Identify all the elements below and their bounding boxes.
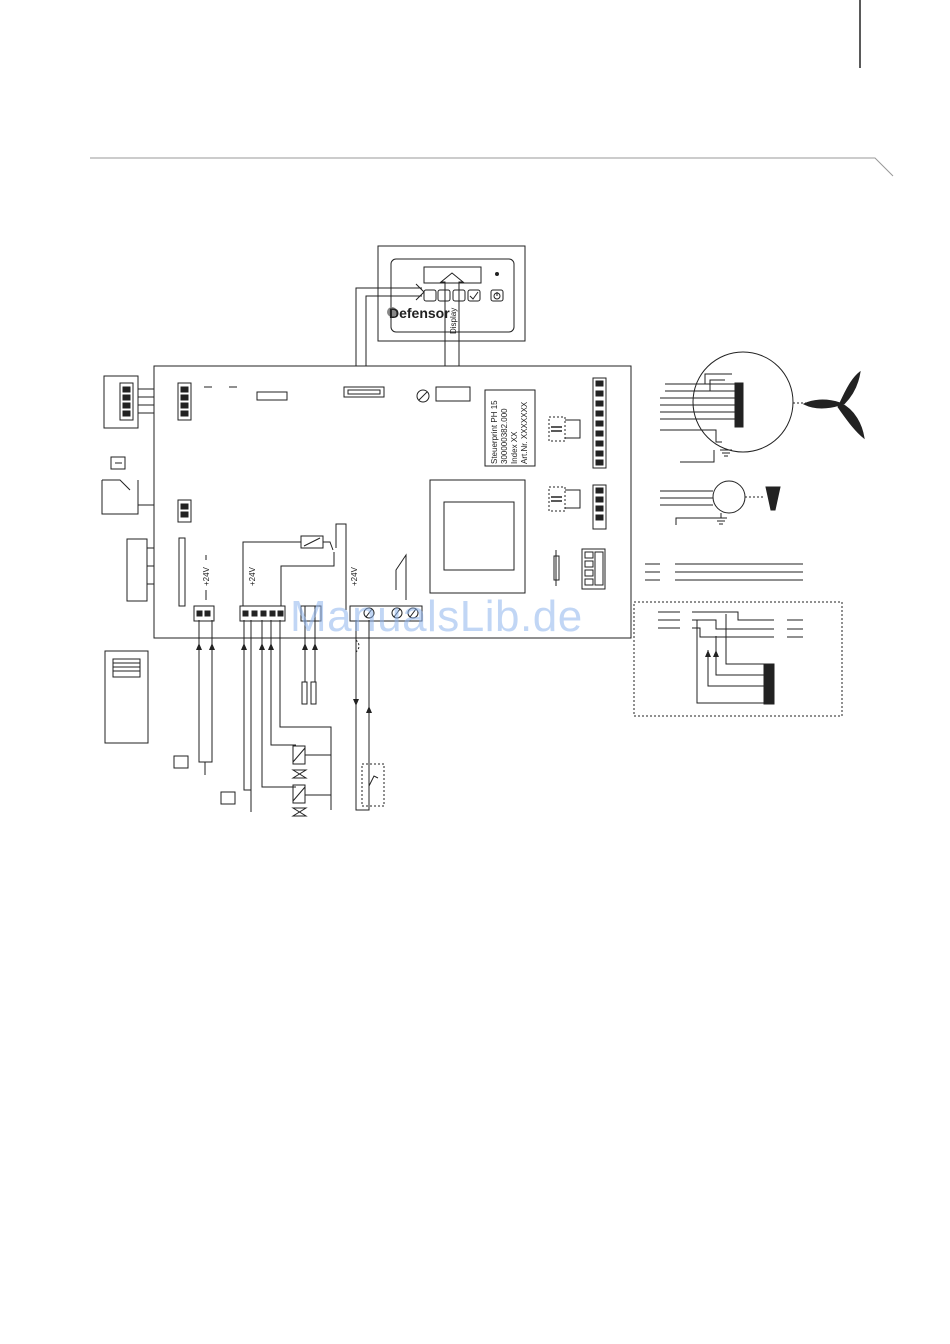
down-button-icon bbox=[438, 290, 450, 301]
valve-icon-1 bbox=[293, 770, 306, 778]
sensor-left-icon bbox=[174, 756, 188, 768]
menu-button-icon bbox=[424, 290, 436, 301]
control-board bbox=[154, 366, 631, 638]
pump-motor bbox=[713, 481, 745, 513]
door-contact bbox=[362, 764, 384, 806]
pump-icon bbox=[766, 487, 780, 510]
board-label-line-2: 300000382.000 bbox=[500, 408, 509, 464]
board-label-line-3: Index XX bbox=[510, 431, 519, 464]
board-label-line-1: Steuerprint PH 15 bbox=[490, 400, 499, 464]
room-unit bbox=[105, 651, 148, 743]
terminal-strip bbox=[127, 539, 147, 601]
brand-label: Defensor bbox=[389, 305, 450, 321]
voltage-label-2: +24V bbox=[248, 566, 257, 586]
voltage-label-1: +24V bbox=[202, 566, 211, 586]
sensor-right-icon bbox=[221, 792, 235, 804]
display-window bbox=[424, 267, 481, 283]
board-label: Steuerprint PH 15 300000382.000 Index XX… bbox=[490, 400, 529, 464]
board-label-line-4: Art.Nr. XXXXXXX bbox=[520, 401, 529, 464]
valve-icon-2 bbox=[293, 808, 306, 816]
header-rule bbox=[90, 158, 893, 176]
fan-blade-icon bbox=[840, 372, 860, 404]
display-label: Display bbox=[449, 308, 458, 334]
confirm-button-icon bbox=[468, 290, 480, 301]
voltage-label-3: +24V bbox=[350, 566, 359, 586]
